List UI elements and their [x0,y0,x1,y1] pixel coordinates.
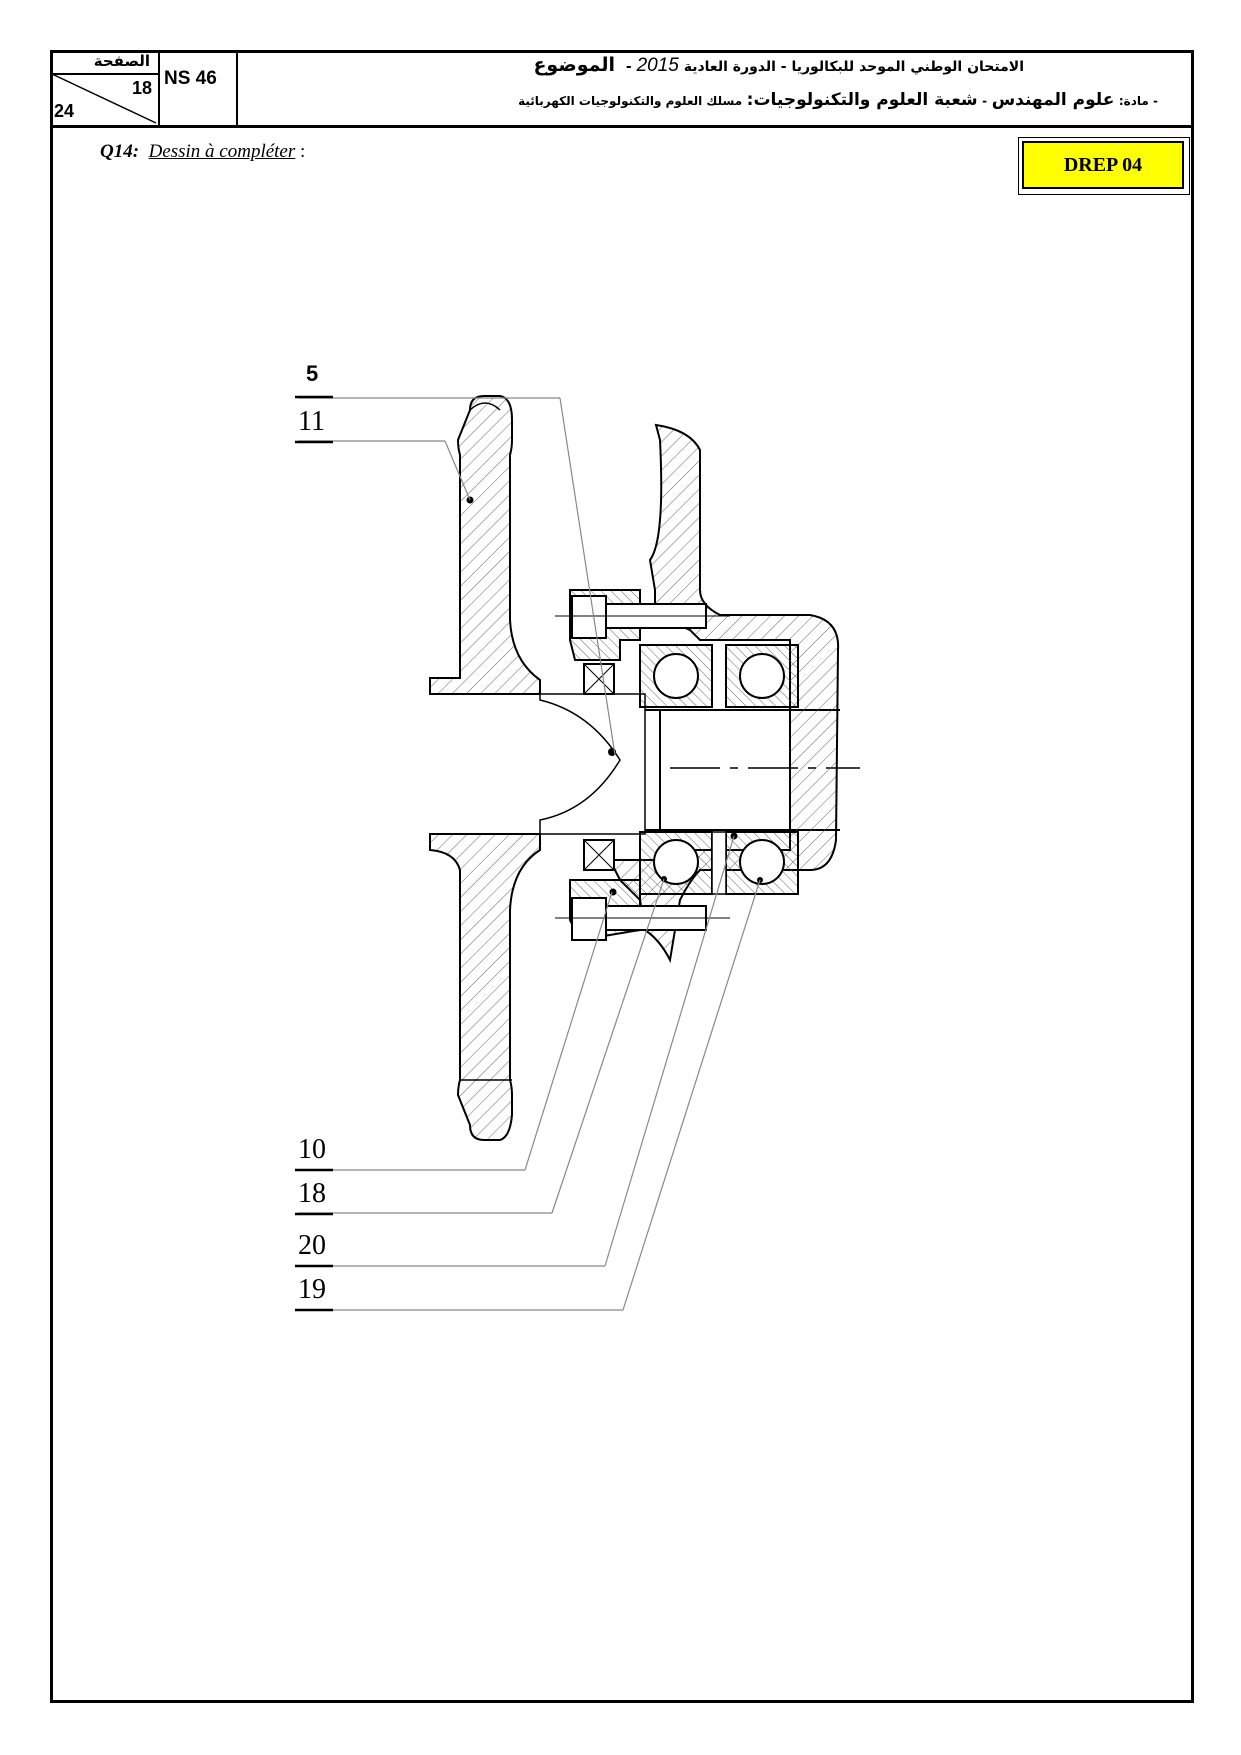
exam-header: الصفحة 18 24 NS 46 الامتحان الوطني الموح… [50,50,1194,128]
subject-prefix: - مادة: [1118,94,1158,108]
track-name: مسلك العلوم والتكنولوجيات الكهربائية [518,94,743,108]
exam-topic: الموضوع [533,54,616,76]
screw-head-upper [571,595,607,639]
branch-name: شعبة العلوم والتكنولوجيات: [746,90,978,110]
page-box-diagonal [50,73,158,124]
question-line: Q14: Dessin à compléter : [100,141,305,163]
ref-10: 10 [298,1134,326,1165]
exam-title: الامتحان الوطني الموحد للبكالوريا - الدو… [238,50,1194,125]
question-number: Q14: [100,141,140,162]
page-total: 24 [54,101,75,121]
ref-18: 18 [298,1178,326,1209]
leader-lines [298,397,761,1311]
title-line-1: الامتحان الوطني الموحد للبكالوريا - الدو… [533,54,1024,77]
exam-year: 2015 [636,55,679,76]
wheel-upper [429,395,541,695]
drep-badge: DREP 04 [1018,137,1190,195]
ref-5: 5 [306,361,319,386]
drep-badge-border [1018,137,1190,195]
reference-underlines [295,395,333,1312]
subject-name: علوم المهندس [991,90,1115,110]
question-text: Dessin à compléter [148,141,296,162]
exam-session: الامتحان الوطني الموحد للبكالوريا - الدو… [683,59,1024,75]
ref-19: 19 [298,1274,326,1305]
page-label: الصفحة [93,52,150,70]
ref-11: 11 [298,406,325,437]
subject-separator: - [982,94,988,108]
page-frame [50,50,1194,1703]
drep-badge-label: DREP 04 [1022,141,1184,189]
ref-20: 20 [298,1230,326,1261]
hub [539,693,646,835]
title-separator: - [625,59,632,75]
title-line-2: - مادة: علوم المهندس - شعبة العلوم والتك… [518,90,1158,110]
page-number-box: الصفحة 18 24 [50,50,160,125]
question-suffix: : [295,141,306,162]
exam-code: NS 46 [160,50,238,125]
wheel-lower [429,833,541,1141]
page-current: 18 [131,78,152,98]
screw-head-lower [571,897,607,941]
wheel-upper-tip [469,402,501,411]
